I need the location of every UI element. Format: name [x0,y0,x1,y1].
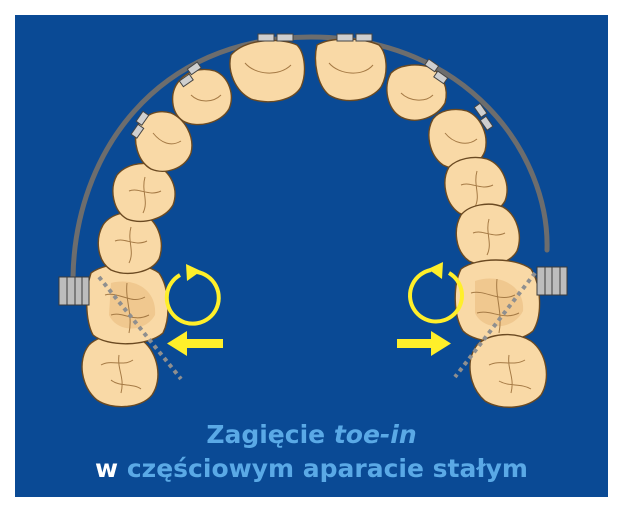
diagram-panel: .tooth { fill: #f9d9a6; stroke: #6b4a22;… [15,15,608,497]
molar-tube-icon-right [537,267,567,295]
tooth-left-central-incisor [230,40,305,101]
tooth-right-first-molar [455,260,539,342]
caption-line-1: Zagięcie toe-in [15,419,608,451]
tooth-left-second-premolar [98,212,161,273]
caption-w: w [95,454,127,483]
tooth-left-first-premolar [113,163,175,221]
tooth-right-central-incisor [316,39,387,101]
arrow-right-icon [397,331,451,356]
tooth-left-second-molar [82,335,158,407]
caption-line-2: w częściowym aparacie stałym [15,453,608,485]
tooth-right-second-premolar [456,204,519,265]
rotation-arrow-icon-left [167,264,219,324]
caption-title-italic: toe-in [334,420,417,449]
caption-subtitle: częściowym aparacie stałym [127,454,528,483]
rotation-arrow-icon-right [410,262,462,322]
tooth-left-lateral-incisor [173,69,232,124]
molar-tube-icon-left [59,277,89,305]
caption-title: Zagięcie [206,420,333,449]
arrow-left-icon [167,331,223,356]
tooth-left-first-molar [87,264,168,344]
